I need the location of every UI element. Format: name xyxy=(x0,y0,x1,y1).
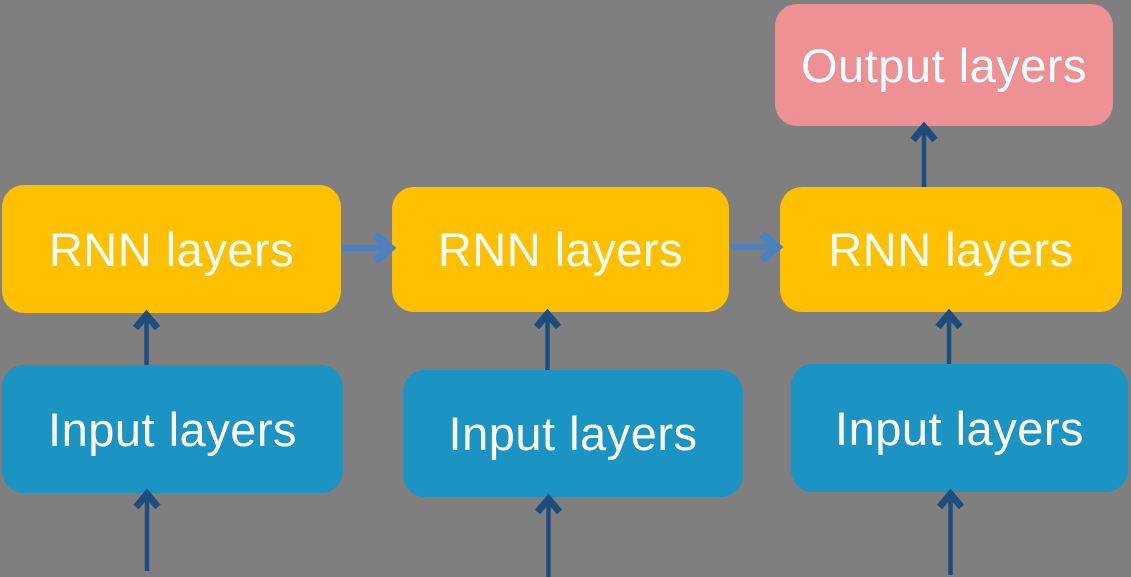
node-label: Input layers xyxy=(835,401,1084,455)
node-label: RNN layers xyxy=(48,222,295,276)
arrow-bottom-to-input1 xyxy=(133,488,161,571)
node-label: Output layers xyxy=(800,38,1088,92)
arrow-rnn3-to-output xyxy=(910,121,938,187)
node-rnn-layers-2: RNN layers xyxy=(392,187,729,312)
node-rnn-layers-1: RNN layers xyxy=(2,185,341,313)
arrow-bottom-to-input3 xyxy=(936,488,965,575)
node-rnn-layers-3: RNN layers xyxy=(780,187,1122,312)
arrow-bottom-to-input2 xyxy=(534,493,563,577)
arrow-input1-to-rnn1 xyxy=(132,309,161,365)
node-label: Input layers xyxy=(48,402,297,456)
arrow-input2-to-rnn2 xyxy=(533,308,562,370)
arrow-input3-to-rnn3 xyxy=(935,308,963,364)
node-label: Input layers xyxy=(448,407,698,460)
node-input-layers-1: Input layers xyxy=(2,365,343,493)
node-input-layers-3: Input layers xyxy=(791,364,1128,492)
node-output-layers: Output layers xyxy=(775,4,1113,126)
arrow-rnn1-to-rnn2 xyxy=(342,231,397,265)
arrow-rnn2-to-rnn3 xyxy=(731,230,784,264)
node-label: RNN layers xyxy=(828,223,1074,276)
node-label: RNN layers xyxy=(437,223,684,276)
node-input-layers-2: Input layers xyxy=(403,370,743,497)
